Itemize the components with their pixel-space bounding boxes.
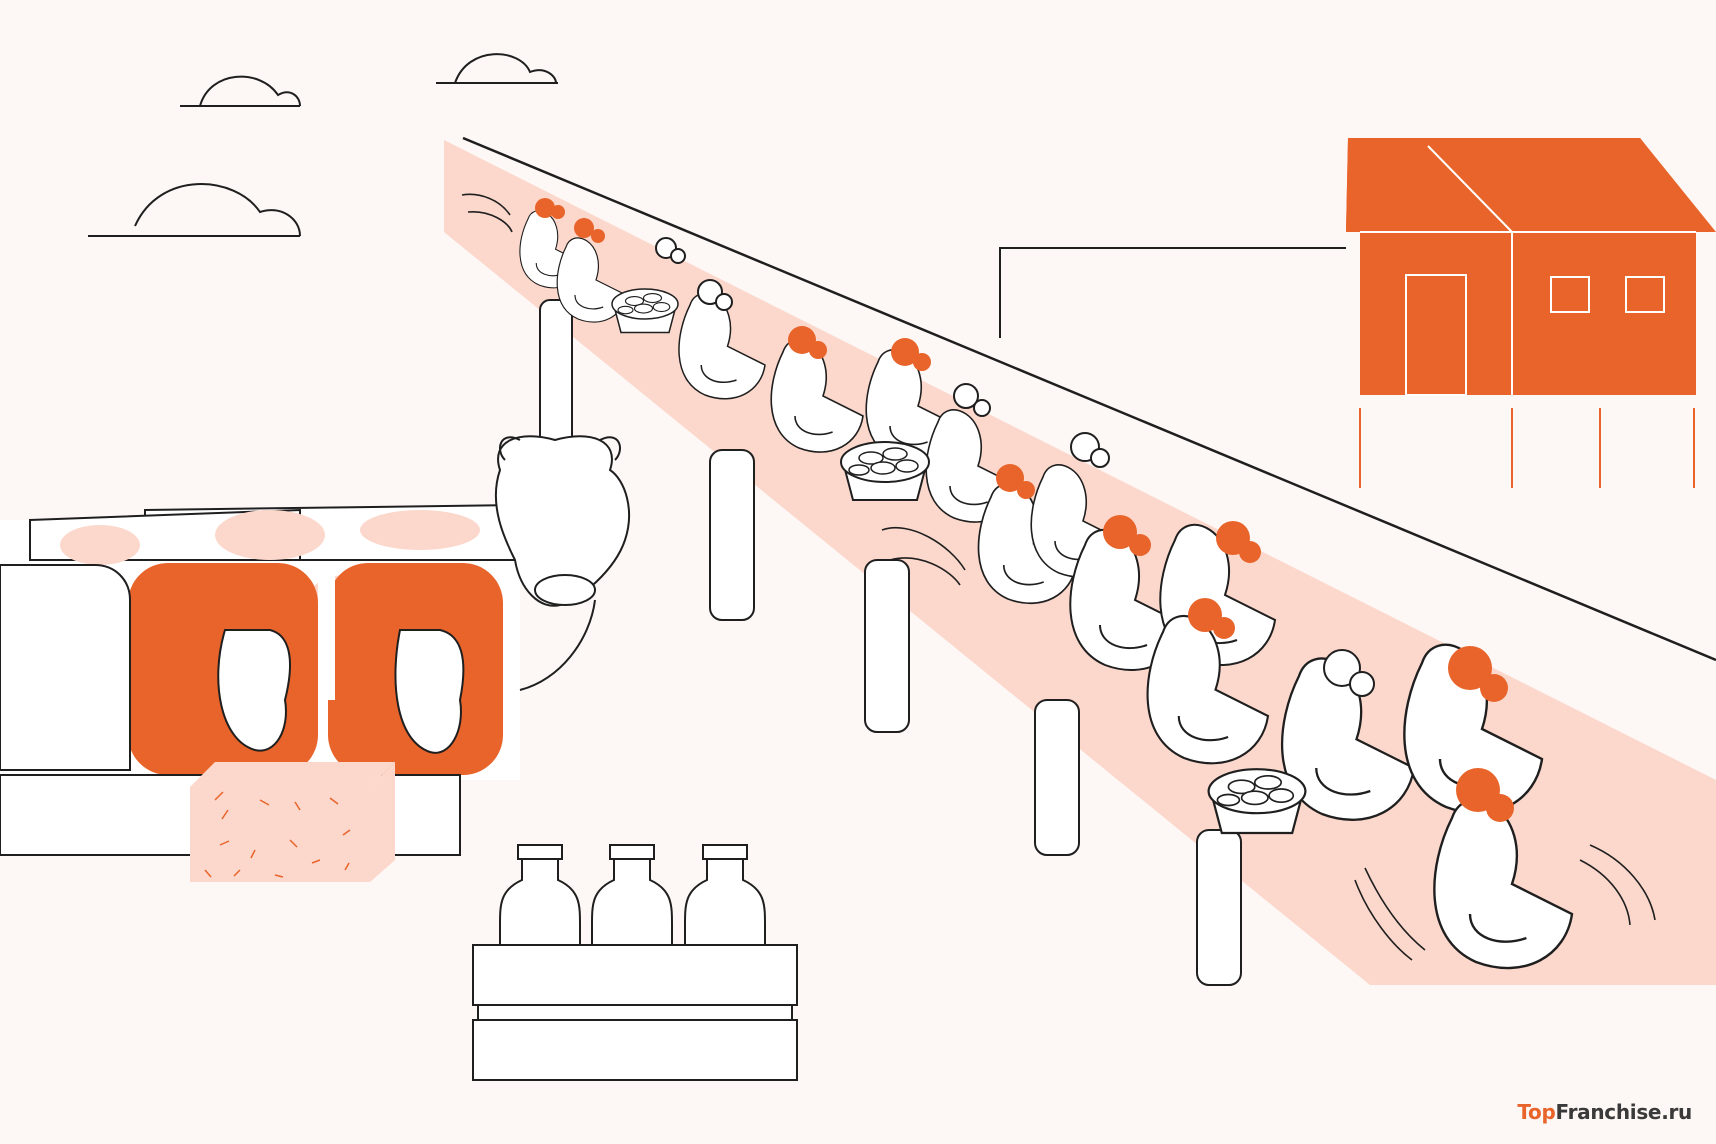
- hay-bale: [190, 762, 395, 882]
- topfranchise-watermark: TopFranchise.ru: [1517, 1100, 1692, 1124]
- hen-combs: [535, 198, 1514, 822]
- house: [1345, 138, 1716, 488]
- motion-lines: [461, 193, 1656, 961]
- clouds: [88, 53, 558, 237]
- watermark-part-franchise: Franchise.ru: [1555, 1100, 1693, 1124]
- milk-crate: [472, 844, 798, 1081]
- watermark-part-top: Top: [1517, 1100, 1556, 1124]
- conveyor-legs: [539, 299, 1242, 986]
- cows: [0, 435, 631, 856]
